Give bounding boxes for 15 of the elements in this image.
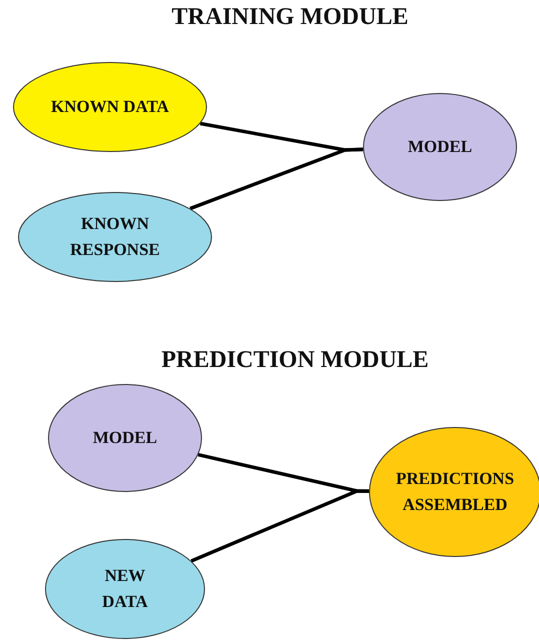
node-label: KNOWN RESPONSE	[69, 212, 161, 261]
ellipse-node	[45, 539, 205, 639]
ellipse-node	[13, 62, 207, 152]
node-label: NEW DATA	[101, 564, 149, 613]
section-heading: TRAINING MODULE	[172, 4, 408, 31]
ellipse-node	[363, 93, 517, 201]
node-label: MODEL	[406, 136, 474, 158]
node-label: KNOWN DATA	[50, 96, 170, 118]
connector-line	[190, 148, 364, 210]
section-heading: PREDICTION MODULE	[161, 347, 429, 374]
node-label: MODEL	[92, 426, 158, 449]
connector-line	[190, 489, 370, 563]
ellipse-node	[18, 192, 212, 282]
ellipse-node	[48, 384, 202, 492]
node-label: PREDICTIONS ASSEMBLED	[394, 468, 516, 516]
